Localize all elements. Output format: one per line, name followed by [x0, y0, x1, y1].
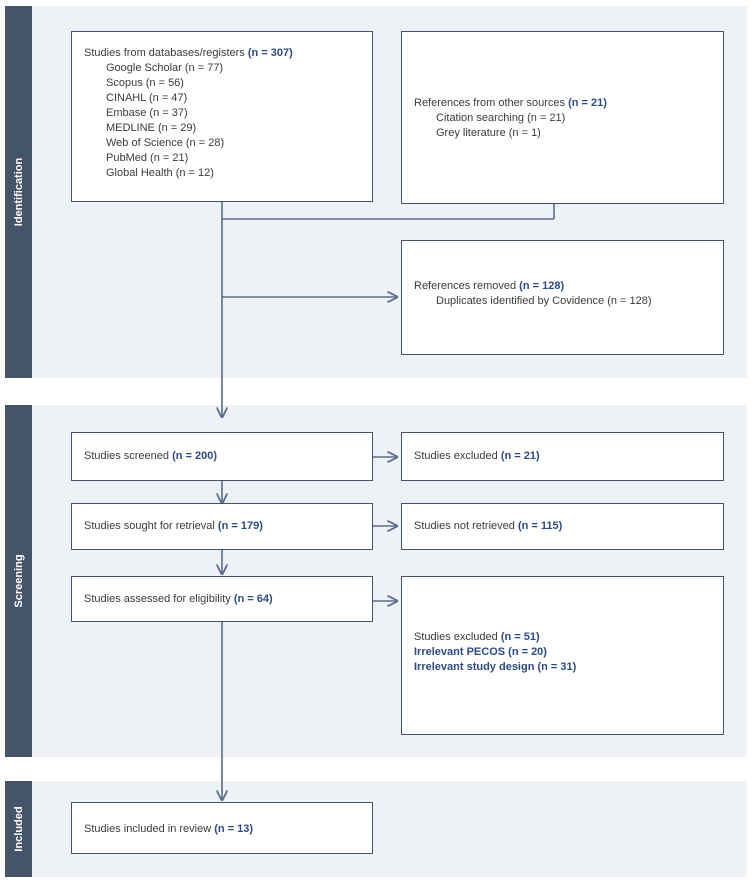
excluded-screening-label: Studies excluded [414, 450, 498, 462]
assessed-label: Studies assessed for eligibility [84, 593, 231, 605]
identification-label: Identification [5, 6, 32, 378]
included-review-label: Studies included in review [84, 823, 212, 835]
excluded-eligibility-label: Studies excluded [414, 631, 498, 643]
screened-label: Studies screened [84, 450, 169, 462]
database-item: Google Scholar (n = 77) [106, 62, 224, 74]
removed-item: Duplicates identified by Covidence (n = … [436, 295, 652, 307]
database-item: Scopus (n = 56) [106, 77, 184, 89]
databases-count: (n = 307) [247, 47, 293, 59]
exclusion-reason: Irrelevant study design (n = 31) [414, 661, 577, 673]
database-item: Web of Science (n = 28) [106, 137, 225, 149]
other-source-item: Citation searching (n = 21) [436, 112, 566, 124]
included-review-count: (n = 13) [214, 823, 254, 835]
databases-label: Studies from databases/registers [84, 47, 245, 59]
excluded-eligibility-box: Studies excluded (n = 51) Irrelevant PEC… [401, 576, 724, 735]
screened-box: Studies screened (n = 200) [71, 432, 373, 481]
not-retrieved-count: (n = 115) [517, 520, 563, 532]
excluded-eligibility-count: (n = 51) [500, 631, 540, 643]
included-label: Included [5, 781, 32, 877]
sought-count: (n = 179) [217, 520, 263, 532]
databases-box: Studies from databases/registers (n = 30… [71, 31, 373, 202]
database-item: CINAHL (n = 47) [106, 92, 188, 104]
sought-box: Studies sought for retrieval (n = 179) [71, 503, 373, 550]
removed-count: (n = 128) [519, 280, 565, 292]
other-sources-count: (n = 21) [568, 97, 607, 109]
screening-label: Screening [5, 405, 32, 757]
other-sources-label: References from other sources [414, 97, 566, 109]
exclusion-reason: Irrelevant PECOS (n = 20) [414, 646, 547, 658]
excluded-screening-box: Studies excluded (n = 21) [401, 432, 724, 481]
included-review-box: Studies included in review (n = 13) [71, 802, 373, 854]
not-retrieved-label: Studies not retrieved [414, 520, 515, 532]
screened-count: (n = 200) [172, 450, 217, 462]
not-retrieved-box: Studies not retrieved (n = 115) [401, 503, 724, 550]
sought-label: Studies sought for retrieval [84, 520, 215, 532]
database-item: Global Health (n = 12) [106, 167, 214, 179]
removed-box: References removed (n = 128) Duplicates … [401, 240, 724, 355]
database-item: PubMed (n = 21) [106, 152, 189, 164]
removed-label: References removed [414, 280, 517, 292]
database-item: Embase (n = 37) [106, 107, 188, 119]
database-item: MEDLINE (n = 29) [106, 122, 197, 134]
assessed-count: (n = 64) [233, 593, 273, 605]
other-sources-box: References from other sources (n = 21) C… [401, 31, 724, 204]
excluded-screening-count: (n = 21) [500, 450, 540, 462]
assessed-box: Studies assessed for eligibility (n = 64… [71, 576, 373, 622]
other-source-item: Grey literature (n = 1) [436, 127, 541, 139]
